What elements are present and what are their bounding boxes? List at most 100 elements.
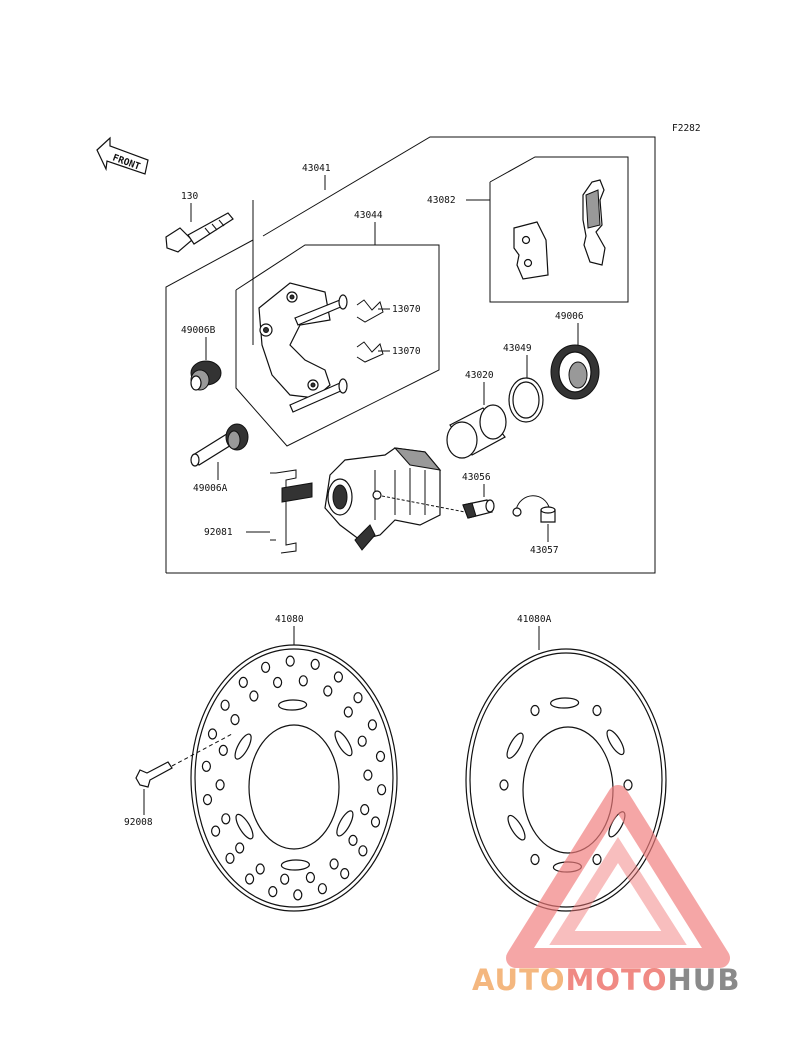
disc-vent-hole [499,779,509,791]
label-43082: 43082 [427,195,456,206]
label-43020: 43020 [465,370,494,381]
disc-vent-hole [353,692,363,704]
bolt-130 [165,212,234,253]
disc-screw-92008 [135,733,233,788]
disc-vent-hole [268,885,278,898]
disc-vent-hole [363,769,373,781]
rubber-boot-49006B [190,360,222,391]
disc-vent-hole [343,706,353,718]
disc-vent-hole [375,750,386,763]
disc-vent-hole [218,744,228,757]
disc-vent-hole [305,871,315,884]
label-49006A: 49006A [193,483,228,494]
disc-vent-hole [285,655,295,667]
slide-pin-49006A [190,423,249,467]
bleed-valve-43056 [381,495,495,519]
disc-vent-hole [255,863,265,875]
automotohub-wordmark: AUTOMOTOHUB [472,963,800,1003]
wordmark-auto: AUTO [472,963,566,997]
label-43049: 43049 [503,343,532,354]
brake-disc-41080 [190,644,398,912]
disc-vent-hole [235,842,245,854]
diagram-code: F2282 [672,123,701,134]
dust-seal-49006 [550,344,600,400]
disc-slot [278,699,308,711]
disc-vent-hole [323,685,333,697]
disc-vent-hole [245,873,255,885]
brake-pad-right [582,179,606,266]
disc-vent-hole [333,671,343,683]
disc-slot [606,729,625,756]
label-49006: 49006 [555,311,584,322]
disc-vent-hole [329,858,339,870]
pad-spring-clip-lower [356,341,384,363]
disc-slot [550,697,580,709]
label-41080A: 41080A [517,614,552,625]
disc-slot [336,810,354,837]
disc-vent-hole [357,735,367,747]
disc-vent-hole [230,713,240,726]
piston-43020 [446,404,507,459]
label-13070-a: 13070 [392,304,421,315]
brake-pads-outline [489,156,629,303]
label-43044: 43044 [354,210,383,221]
disc-vent-hole [377,784,387,796]
disc-vent-hole [238,676,248,689]
brake-pad-left [513,221,549,280]
disc-vent-hole [273,676,283,689]
disc-vent-hole [225,852,235,864]
label-92081: 92081 [204,527,233,538]
pad-spring-clip-upper [356,299,384,323]
brake-disc-41080A [465,648,667,912]
piston-seal-43049 [508,377,544,423]
label-43041: 43041 [302,163,331,174]
disc-vent-hole [530,853,540,866]
disc-vent-hole [310,658,320,671]
pad-spring-92081 [270,469,313,554]
disc-slot [234,733,252,760]
disc-slot [235,813,254,840]
disc-vent-hole [221,813,231,825]
disc-vent-hole [202,793,213,806]
label-13070-b: 13070 [392,346,421,357]
disc-vent-hole [358,845,368,857]
disc-vent-hole [340,867,350,880]
disc-slot [506,732,524,759]
disc-vent-hole [317,883,327,895]
automotohub-logo [506,785,730,968]
label-49006B: 49006B [181,325,216,336]
wordmark-moto: MOTO [565,963,668,997]
disc-slot [334,730,353,757]
label-130: 130 [181,191,198,202]
disc-vent-hole [348,834,358,847]
disc-vent-hole [530,704,540,717]
disc-vent-hole [293,889,303,901]
label-43057: 43057 [530,545,559,556]
disc-vent-hole [280,873,290,885]
disc-vent-hole [211,825,221,837]
label-92008: 92008 [124,817,153,828]
caliper-bracket [258,282,348,413]
caliper-body [324,447,442,551]
disc-vent-hole [215,779,225,791]
disc-vent-hole [370,816,381,828]
front-arrow-icon: FRONT [96,136,149,175]
caliper-assembly-outline [165,136,656,574]
disc-vent-hole [367,719,377,731]
disc-vent-hole [201,760,211,772]
disc-vent-hole [249,690,259,702]
disc-slot [280,859,310,871]
disc-vent-hole [207,728,218,740]
disc-vent-hole [592,704,602,717]
disc-vent-hole [298,675,308,687]
label-43056: 43056 [462,472,491,483]
bracket-assembly-outline [235,244,440,447]
wordmark-hub: HUB [667,963,741,997]
disc-vent-hole [261,661,271,673]
disc-vent-hole [623,779,633,791]
disc-slot [507,814,526,841]
disc-vent-hole [360,803,370,816]
disc-vent-hole [592,853,602,866]
label-41080: 41080 [275,614,304,625]
